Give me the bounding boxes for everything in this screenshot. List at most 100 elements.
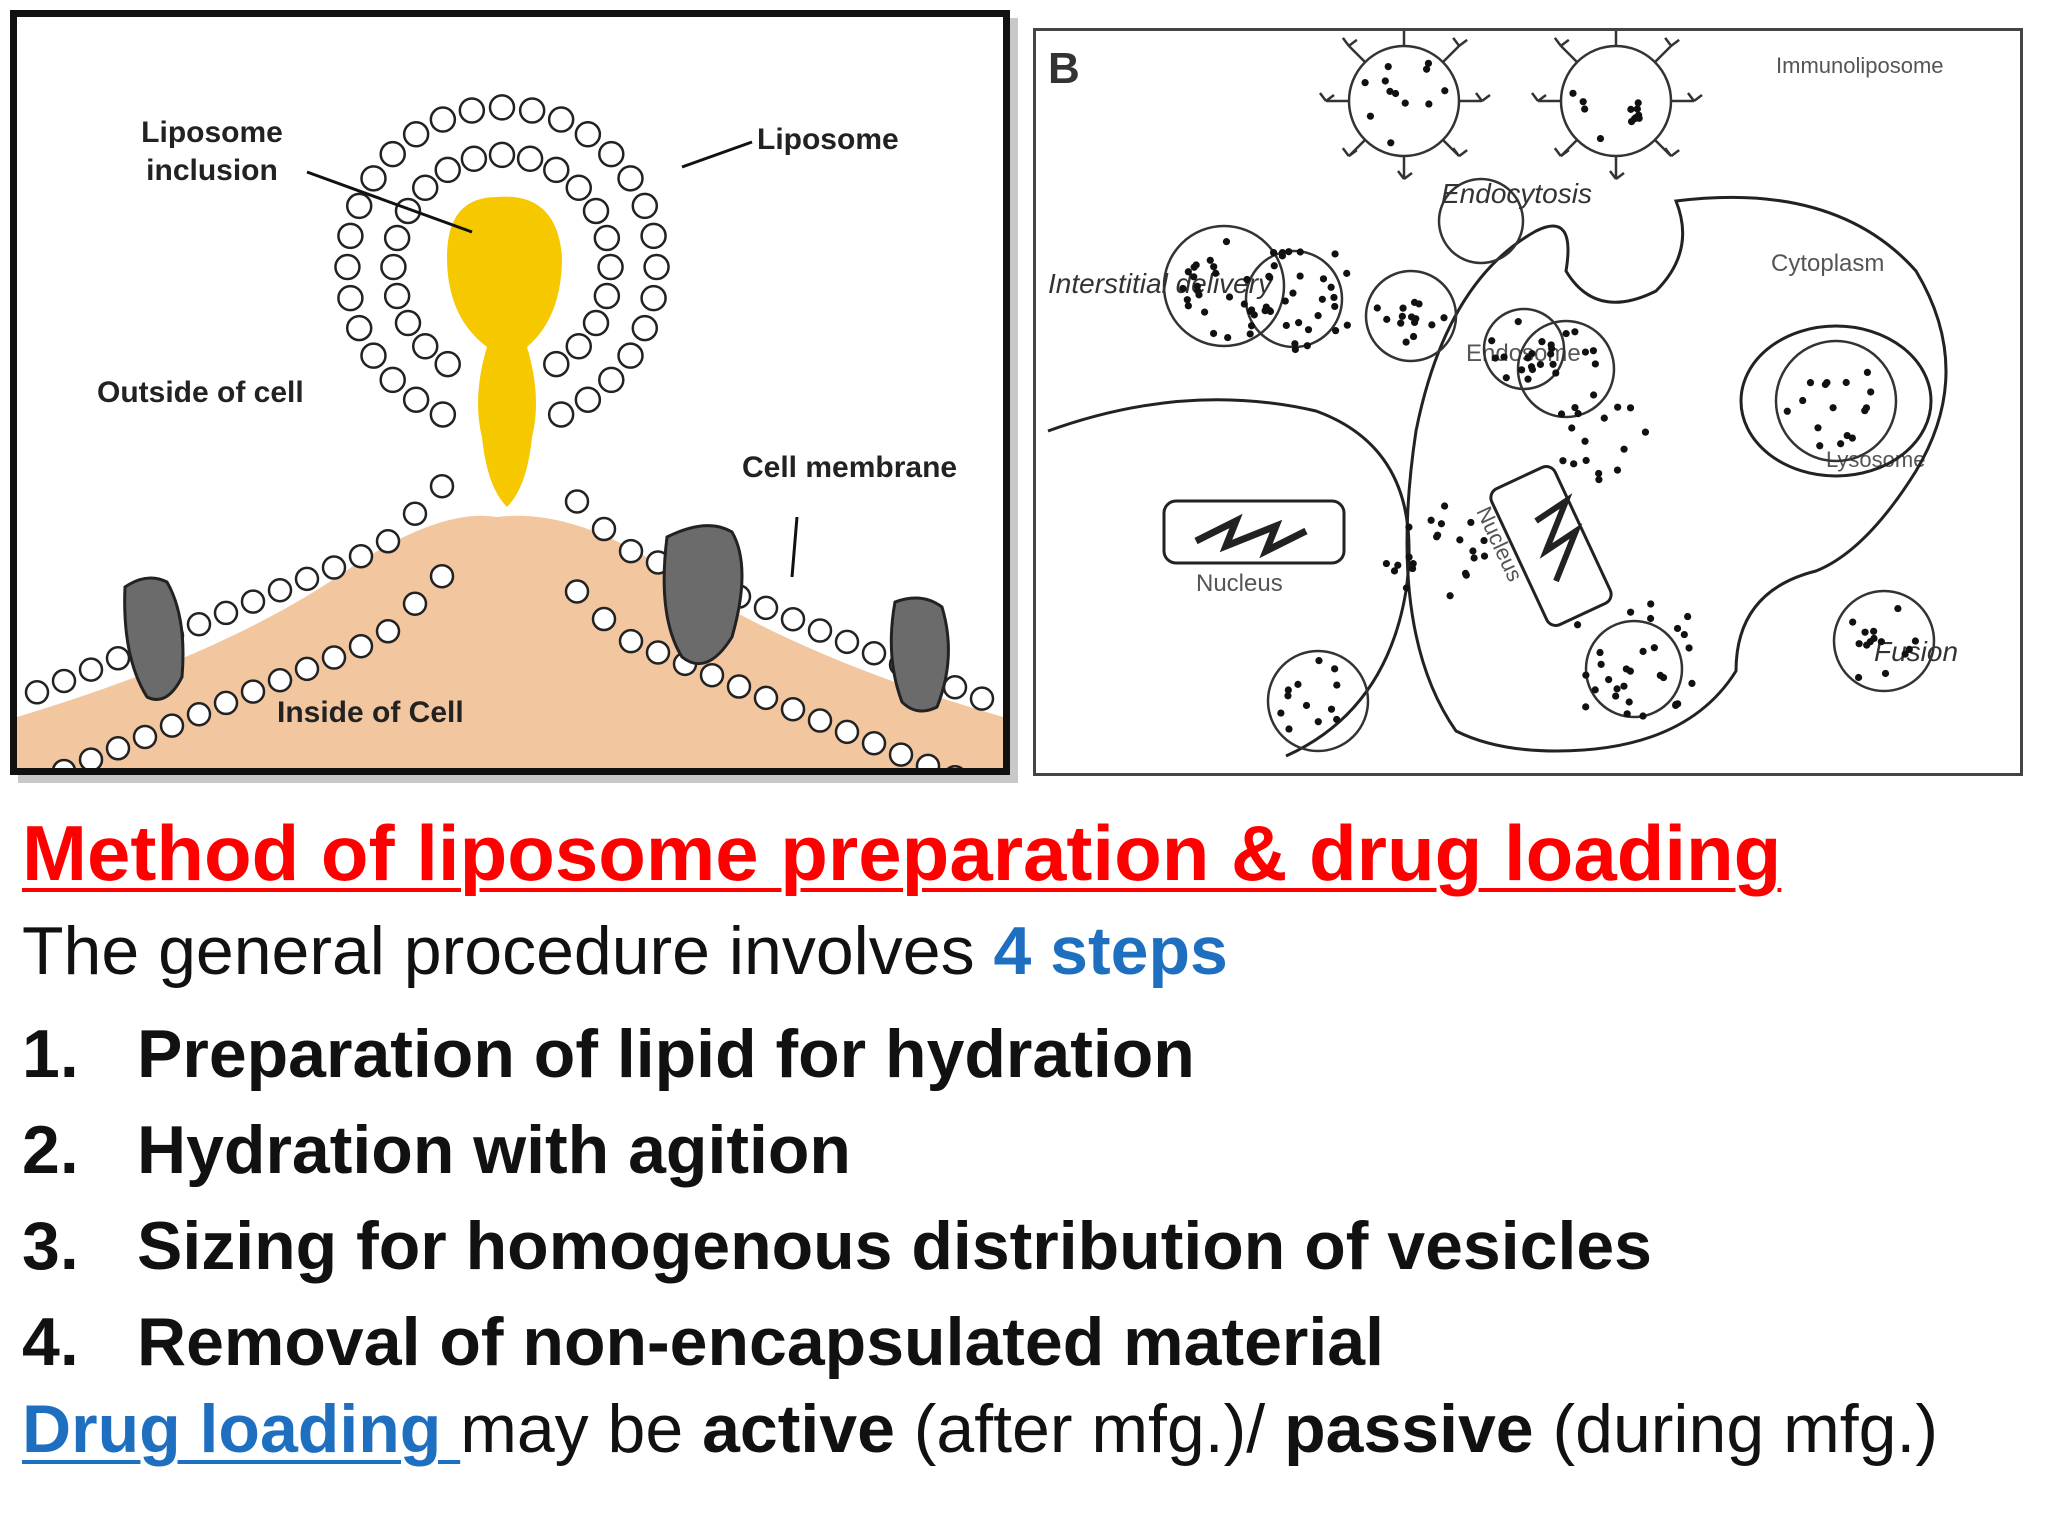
drug-dot bbox=[1409, 332, 1418, 341]
drug-dot bbox=[1547, 344, 1556, 353]
drug-dot bbox=[1685, 644, 1693, 652]
drug-dot bbox=[1596, 648, 1604, 657]
lipid-head bbox=[861, 730, 887, 756]
lipid-head bbox=[402, 386, 430, 413]
drug-dot bbox=[1222, 238, 1231, 246]
drug-dot bbox=[1574, 410, 1582, 418]
drug-dot bbox=[1184, 302, 1192, 310]
drug-dot bbox=[1407, 313, 1416, 321]
drug-dot bbox=[1582, 671, 1590, 679]
drug-dot bbox=[1440, 314, 1448, 322]
lipid-head bbox=[458, 97, 486, 124]
drug-dot bbox=[1343, 269, 1351, 277]
step-item: 4.Removal of non-encapsulated material bbox=[22, 1294, 1652, 1390]
drug-dot bbox=[1536, 360, 1545, 369]
drug-dot bbox=[1557, 410, 1566, 418]
drug-dot bbox=[1467, 518, 1475, 527]
vesicle bbox=[1482, 307, 1566, 391]
lipid-head bbox=[348, 633, 374, 659]
drug-dot bbox=[1425, 100, 1433, 108]
drug-dot bbox=[1184, 268, 1192, 276]
label-nucleus-right: Nucleus bbox=[1471, 503, 1527, 586]
lipid-head bbox=[267, 667, 293, 693]
lipid-head bbox=[411, 174, 439, 201]
drug-dot bbox=[1635, 114, 1643, 122]
lipid-head bbox=[380, 253, 407, 281]
drug-dot bbox=[1289, 289, 1297, 297]
drug-loading-link[interactable]: Drug loading bbox=[22, 1391, 461, 1467]
drug-dot bbox=[1441, 87, 1449, 95]
drug-dot bbox=[1319, 275, 1328, 283]
drug-dot bbox=[1424, 59, 1433, 67]
drug-dot bbox=[1500, 353, 1508, 361]
lipid-head bbox=[947, 765, 963, 768]
drug-dot bbox=[1650, 644, 1658, 652]
label-liposome: Liposome bbox=[757, 123, 899, 156]
lipid-head bbox=[640, 284, 667, 312]
membrane-protein-right bbox=[889, 596, 950, 713]
lipid-head bbox=[834, 719, 860, 745]
lipid-head bbox=[240, 589, 266, 614]
lipid-head bbox=[429, 473, 455, 499]
lipid-head bbox=[861, 640, 887, 666]
step-item: 1.Preparation of lipid for hydration bbox=[22, 1006, 1652, 1102]
drug-dot bbox=[1614, 403, 1622, 411]
lipid-head bbox=[294, 656, 320, 682]
antibody bbox=[1553, 139, 1578, 158]
drug-dot bbox=[1183, 296, 1191, 304]
drug-dot bbox=[1422, 65, 1431, 73]
drug-dot bbox=[1613, 685, 1621, 693]
lipid-head bbox=[564, 579, 590, 604]
drug-dot bbox=[1373, 304, 1381, 312]
drug-dot bbox=[1398, 312, 1406, 320]
delivery-pathways-figure: B Immunoliposome Endocytosis Cytoplasm I… bbox=[1033, 28, 2023, 776]
drug-dot bbox=[1866, 638, 1874, 646]
drug-dot bbox=[1595, 469, 1603, 478]
lipid-head bbox=[429, 563, 455, 589]
drug-dot bbox=[1633, 105, 1641, 113]
drug-dot bbox=[1314, 312, 1322, 320]
lipid-head bbox=[345, 314, 373, 342]
drug-dot bbox=[1595, 476, 1603, 484]
lysosome-compartment bbox=[1739, 324, 1933, 478]
label-inside-of-cell: Inside of Cell bbox=[277, 696, 464, 729]
drug-dot bbox=[1294, 680, 1302, 688]
antibody bbox=[1553, 37, 1578, 63]
lipid-head bbox=[348, 543, 374, 569]
drug-dot bbox=[1600, 414, 1608, 422]
drug-dot bbox=[1282, 321, 1290, 330]
drug-dot bbox=[1246, 330, 1254, 338]
drug-dot bbox=[1247, 306, 1256, 314]
left-cell-outline bbox=[1047, 398, 1411, 758]
drug-dot bbox=[1620, 682, 1628, 690]
drug-dot bbox=[1469, 547, 1477, 555]
drug-dot bbox=[1562, 330, 1570, 338]
intro-text: The general procedure involves bbox=[22, 913, 994, 989]
drug-dot bbox=[1579, 98, 1587, 106]
antibody bbox=[1671, 92, 1703, 103]
lipid-head bbox=[516, 145, 544, 172]
lipid-head bbox=[159, 713, 185, 738]
lipid-head bbox=[807, 618, 833, 643]
drug-dot bbox=[1590, 391, 1598, 399]
drug-dot bbox=[1284, 692, 1292, 700]
lipid-head bbox=[402, 591, 428, 616]
lipid-head bbox=[240, 679, 266, 704]
vesicles bbox=[1162, 31, 1936, 753]
drug-dot bbox=[1549, 360, 1557, 368]
drug-dot bbox=[1277, 709, 1285, 717]
drug-dot bbox=[1270, 249, 1278, 257]
drug-dot bbox=[1626, 608, 1635, 616]
step-text: Preparation of lipid for hydration bbox=[137, 1016, 1195, 1092]
drug-dot bbox=[1387, 139, 1395, 147]
drug-dot bbox=[1437, 520, 1446, 528]
liposome-bilayer bbox=[334, 94, 670, 428]
drug-dot bbox=[1842, 378, 1850, 387]
drug-dot bbox=[1190, 273, 1198, 281]
drug-dot bbox=[1524, 354, 1532, 362]
drug-dot bbox=[1194, 287, 1202, 295]
drug-dot bbox=[1823, 378, 1831, 387]
antibody bbox=[1654, 139, 1680, 158]
lipid-head bbox=[360, 342, 387, 369]
drug-dot bbox=[1911, 637, 1920, 645]
